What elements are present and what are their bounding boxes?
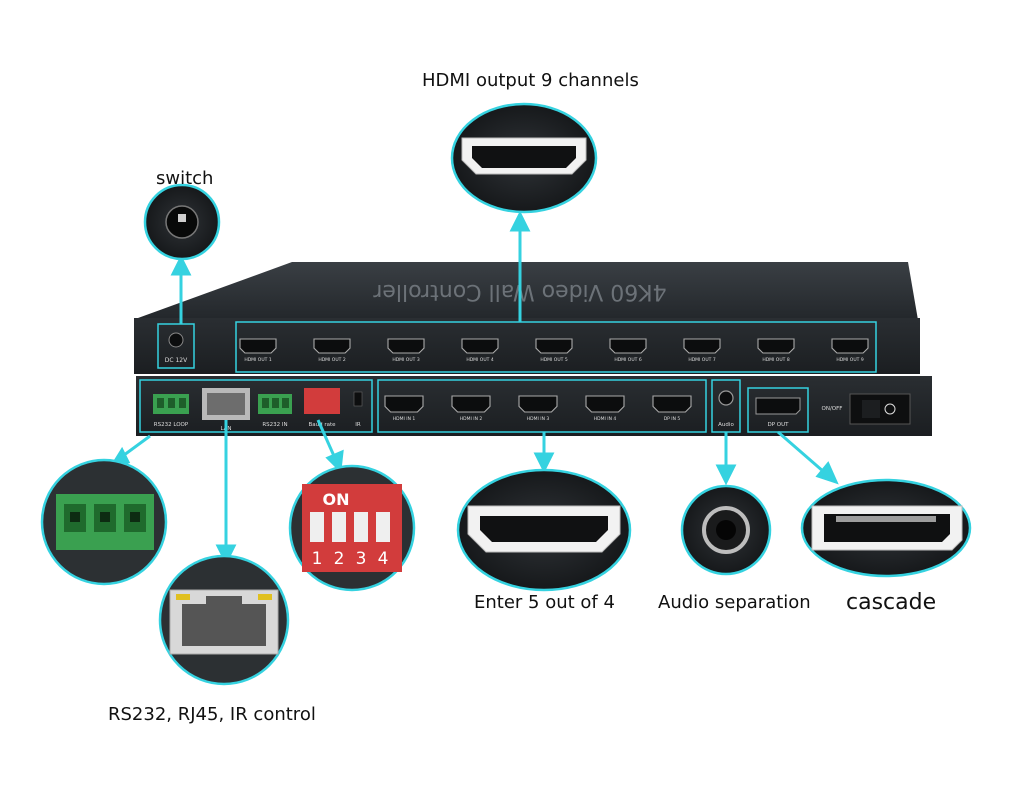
dc-label: DC 12V (165, 357, 188, 364)
hdmi-out-port: HDMI OUT 4 (461, 338, 499, 363)
hdmi-output-label: HDMI output 9 channels (422, 70, 639, 91)
hdmi-out-port: HDMI OUT 8 (757, 338, 795, 363)
hdmi-out-port: HDMI OUT 3 (387, 338, 425, 363)
baud-label: Baud rate (308, 422, 336, 428)
hdmi-out-port: HDMI OUT 1 (239, 338, 277, 363)
rs232-in-label: RS232 IN (262, 422, 287, 428)
dip-on-label: ON (323, 490, 350, 509)
audio-label: Audio separation (658, 592, 811, 613)
hdmi-out-port-label: HDMI OUT 5 (540, 357, 568, 363)
control-label: RS232, RJ45, IR control (108, 704, 316, 725)
dip-num-4: 4 (378, 549, 389, 569)
rs232-in-terminal: RS232 IN (258, 394, 292, 428)
zoom-rj45 (158, 554, 290, 686)
hdmi-out-port-label: HDMI OUT 4 (466, 357, 494, 363)
hdmi-out-port-label: HDMI OUT 2 (318, 357, 346, 363)
hdmi-in-port: HDMI IN 1 (384, 395, 424, 422)
hdmi-out-port: HDMI OUT 5 (535, 338, 573, 363)
rs232-loop-terminal: RS232 LOOP (153, 394, 189, 428)
switch-label: switch (156, 168, 214, 189)
zoom-dp-out (800, 478, 972, 578)
input-highlight (377, 379, 707, 433)
hdmi-out-port-label: HDMI OUT 8 (762, 357, 790, 363)
hdmi-out-port-label: HDMI OUT 6 (614, 357, 642, 363)
hdmi-in-port: HDMI IN 3 (518, 395, 558, 422)
zoom-audio (680, 484, 772, 576)
hdmi-in-port: HDMI IN 2 (451, 395, 491, 422)
audio-jack: Audio (718, 390, 734, 428)
hdmi-out-port-label: HDMI OUT 1 (244, 357, 272, 363)
dp-in-port-label: DP IN 5 (664, 416, 681, 422)
zoom-hdmi-out (450, 102, 598, 214)
dip-num-2: 2 (334, 549, 345, 569)
hdmi-out-port: HDMI OUT 2 (313, 338, 351, 363)
cascade-label: cascade (846, 590, 937, 615)
dip-switch-small: Baud rate (304, 388, 340, 428)
audio-port-label: Audio (718, 422, 734, 428)
hdmi-out-port-label: HDMI OUT 3 (392, 357, 420, 363)
callout-arrows (108, 210, 839, 566)
hdmi-out-port: HDMI OUT 6 (609, 338, 647, 363)
dp-in-port: DP IN 5 (652, 395, 692, 422)
dip-num-1: 1 (312, 549, 323, 569)
hdmi-out-port: HDMI OUT 9 (831, 338, 869, 363)
hdmi-out-port-label: HDMI OUT 7 (688, 357, 716, 363)
hdmi-out-port: HDMI OUT 7 (683, 338, 721, 363)
hdmi-in-port-label: HDMI IN 4 (594, 416, 617, 422)
hdmi-in-port-label: HDMI IN 1 (393, 416, 416, 422)
dc-jack: DC 12V (157, 323, 195, 369)
zoom-switch (143, 183, 221, 261)
hdmi-out-port-label: HDMI OUT 9 (836, 357, 864, 363)
zoom-terminal (40, 458, 168, 586)
zoom-hdmi-in (456, 468, 632, 592)
hdmi-in-port-label: HDMI IN 3 (527, 416, 550, 422)
rs232-loop-label: RS232 LOOP (154, 422, 189, 428)
zoom-dip-switch: ON 1 2 3 4 (288, 464, 416, 592)
output-highlight (235, 321, 877, 373)
ir-label: IR (355, 422, 361, 428)
onoff-label: ON/OFF (822, 406, 843, 412)
power-switch: ON/OFF (822, 393, 911, 425)
hdmi-in-port-label: HDMI IN 2 (460, 416, 483, 422)
hdmi-output-ports: HDMI OUT 1 HDMI OUT 2 HDMI OUT 3 HDMI OUT 4… (239, 338, 869, 363)
enter-label: Enter 5 out of 4 (474, 592, 615, 613)
hdmi-in-port: HDMI IN 4 (585, 395, 625, 422)
hdmi-input-ports: HDMI IN 1 HDMI IN 2 HDMI IN 3 HDMI IN 4 DP I… (384, 395, 692, 422)
control-highlight (139, 379, 373, 433)
dp-out-port: DP OUT (755, 397, 801, 428)
ir-sensor: IR (353, 391, 363, 428)
dip-num-3: 3 (356, 549, 367, 569)
dp-out-label: DP OUT (767, 422, 789, 428)
